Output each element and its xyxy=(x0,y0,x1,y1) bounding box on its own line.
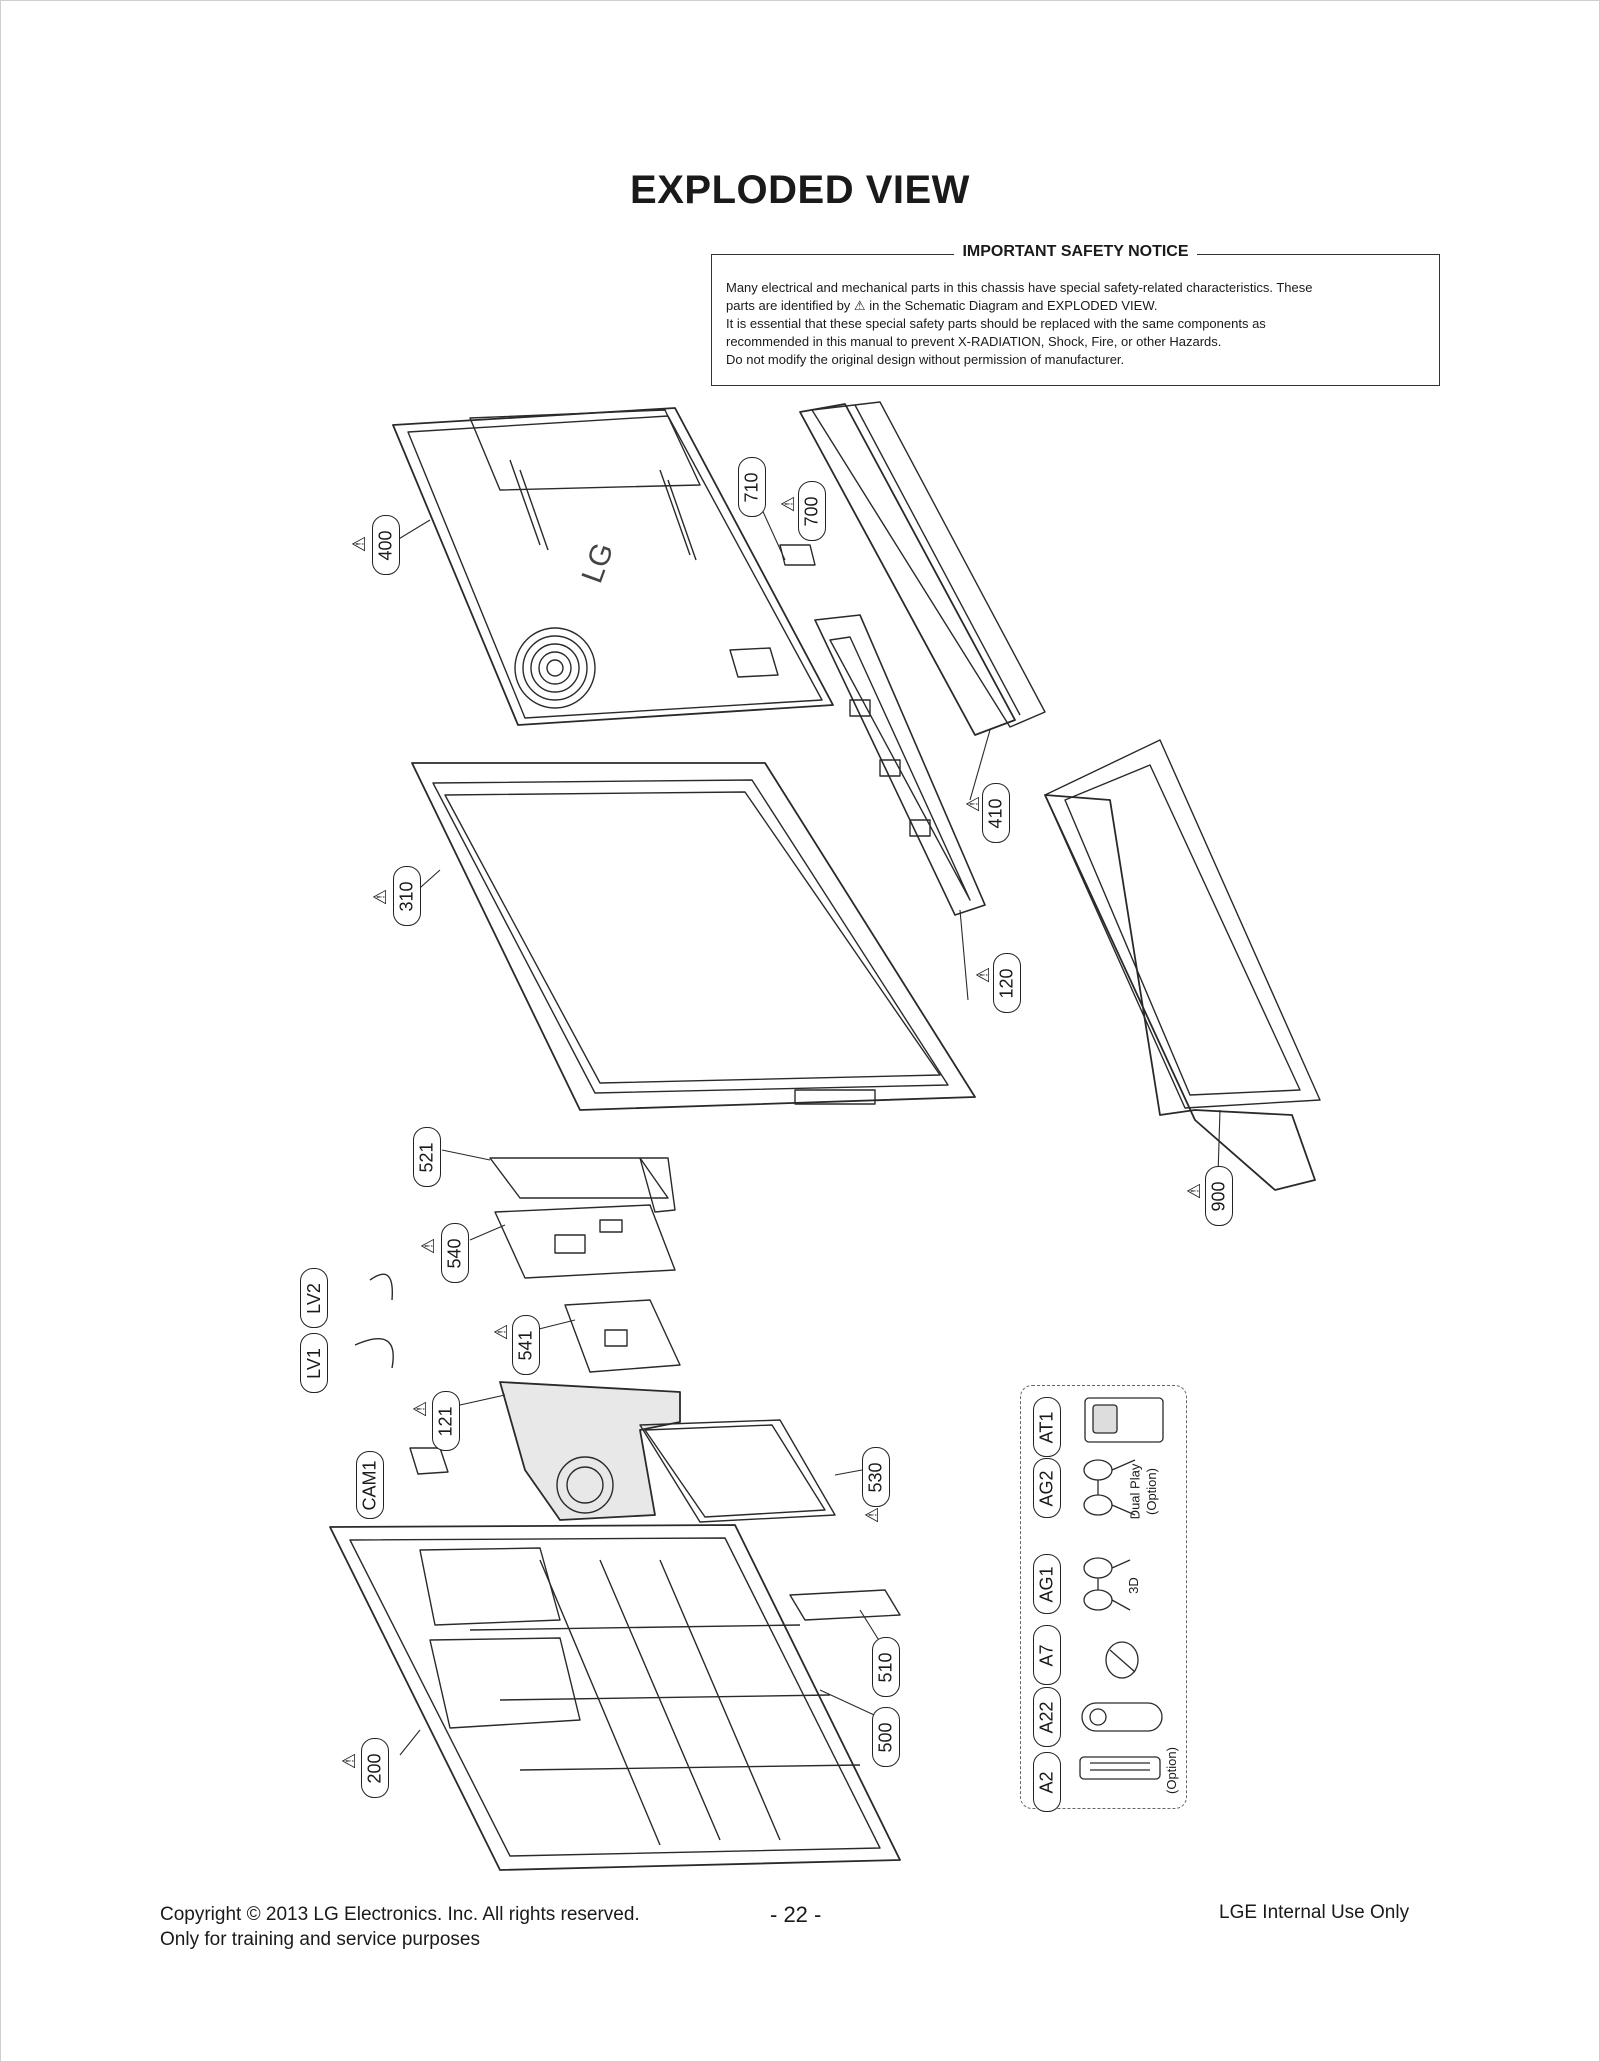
callout-540: 540 xyxy=(441,1223,469,1283)
dual-play-glasses-icon xyxy=(1083,1459,1136,1516)
callout-700: 700 xyxy=(798,481,826,541)
safety-notice-heading: IMPORTANT SAFETY NOTICE xyxy=(954,243,1197,260)
callout-710: 710 xyxy=(738,457,766,517)
notice-line-1: Many electrical and mechanical parts in … xyxy=(726,280,1313,295)
cam-module xyxy=(409,1447,449,1475)
internal-use-text: LGE Internal Use Only xyxy=(1219,1902,1410,1923)
main-bracket xyxy=(814,614,986,916)
stand xyxy=(1044,739,1321,1191)
motion-remote-icon xyxy=(1081,1702,1163,1732)
notice-line-5: Do not modify the original design withou… xyxy=(726,352,1125,367)
page-title: EXPLODED VIEW xyxy=(630,168,970,212)
callout-120: 120 xyxy=(993,953,1021,1013)
callout-ag2: AG2 xyxy=(1033,1458,1061,1518)
dual-play-option-label: (Option) xyxy=(1143,1468,1159,1515)
lvds-cables xyxy=(354,1273,394,1369)
front-frame xyxy=(411,762,976,1111)
callout-900: 900 xyxy=(1205,1166,1233,1226)
callout-310: 310 xyxy=(393,866,421,926)
3d-glasses-icon xyxy=(1083,1557,1131,1611)
callout-cam1: CAM1 xyxy=(356,1451,384,1519)
dual-play-label: Dual Play xyxy=(1127,1463,1143,1520)
callout-500: 500 xyxy=(872,1707,900,1767)
inner-bracket xyxy=(499,1381,681,1521)
power-board xyxy=(639,1419,836,1523)
adapter-icon xyxy=(1084,1397,1164,1443)
callout-a22: A22 xyxy=(1033,1687,1061,1747)
remote-control-icon xyxy=(1079,1756,1161,1780)
magic-remote-icon xyxy=(1105,1641,1139,1679)
callout-at1: AT1 xyxy=(1033,1397,1061,1457)
safety-notice-body: Many electrical and mechanical parts in … xyxy=(726,279,1425,369)
remote-option-label: (Option) xyxy=(1163,1747,1179,1794)
3d-label: 3D xyxy=(1125,1577,1141,1594)
callout-410: 410 xyxy=(982,783,1010,843)
callout-510: 510 xyxy=(872,1637,900,1697)
callout-400: 400 xyxy=(372,515,400,575)
footer-left: Copyright © 2013 LG Electronics. Inc. Al… xyxy=(160,1902,640,1952)
sub-board xyxy=(564,1299,681,1373)
safety-notice-box: IMPORTANT SAFETY NOTICE Many electrical … xyxy=(711,243,1440,386)
callout-ag1: AG1 xyxy=(1033,1554,1061,1614)
callout-541: 541 xyxy=(512,1315,540,1375)
callout-530: 530 xyxy=(862,1447,890,1507)
main-board xyxy=(494,1204,676,1279)
callout-521: 521 xyxy=(413,1127,441,1187)
callout-lv2: LV2 xyxy=(300,1268,328,1328)
side-bar xyxy=(799,401,1046,736)
copyright-text: Copyright © 2013 LG Electronics. Inc. Al… xyxy=(160,1904,640,1925)
training-text: Only for training and service purposes xyxy=(160,1929,480,1950)
flex-board xyxy=(489,1157,676,1213)
notice-line-2: parts are identified by ⚠ in the Schemat… xyxy=(726,298,1158,313)
caution-triangle-icon: ⚠ xyxy=(853,298,866,313)
notice-line-3: It is essential that these special safet… xyxy=(726,316,1266,331)
callout-a2: A2 xyxy=(1033,1752,1061,1812)
callout-lv1: LV1 xyxy=(300,1333,328,1393)
notice-line-4: recommended in this manual to prevent X-… xyxy=(726,334,1222,349)
accessories-box xyxy=(1020,1385,1187,1809)
callout-a7: A7 xyxy=(1033,1625,1061,1685)
page-number: - 22 - xyxy=(770,1902,822,1927)
panel xyxy=(329,1524,901,1871)
ir-board xyxy=(789,1589,901,1621)
callout-200: 200 xyxy=(361,1738,389,1798)
callout-121: 121 xyxy=(432,1391,460,1451)
